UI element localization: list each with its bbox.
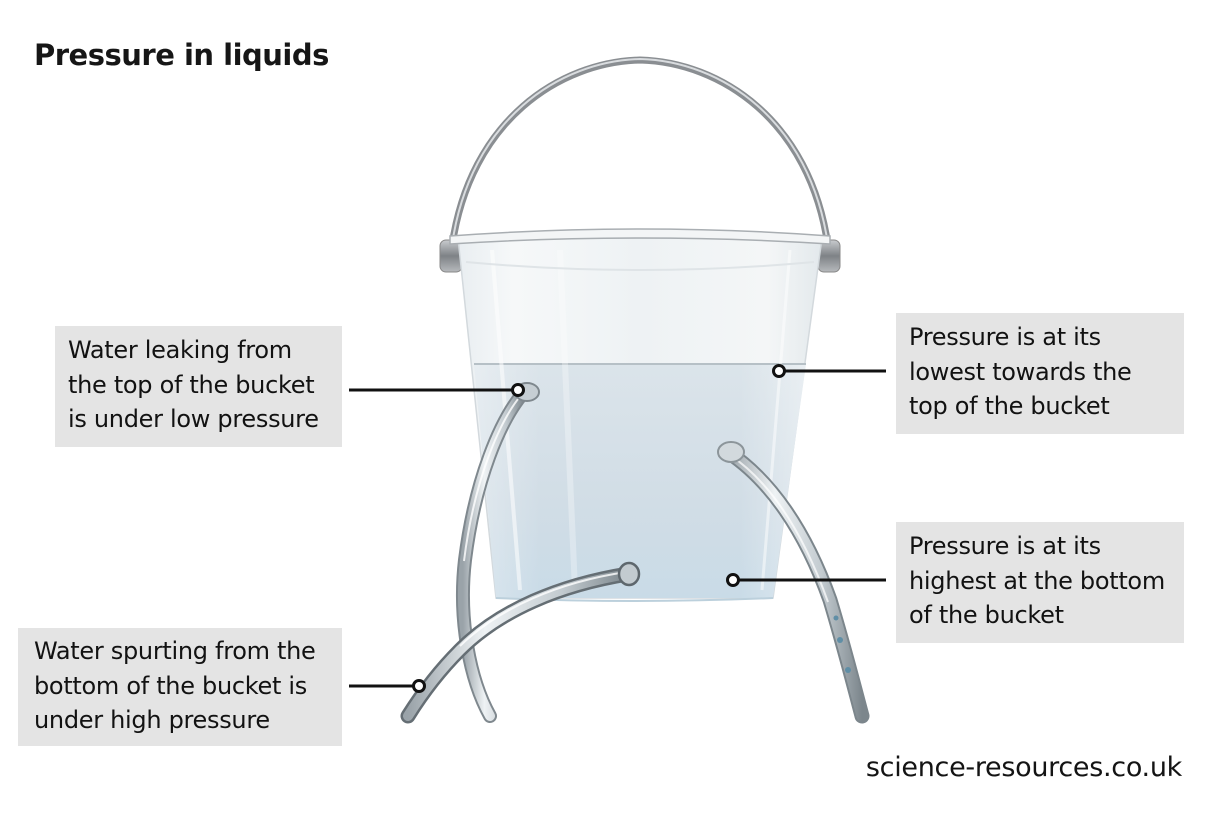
label-bottom-leak-high-pressure: Water spurting from the bottom of the bu… [18, 628, 342, 746]
label-line: under high pressure [34, 706, 270, 734]
label-line: the top of the bucket [68, 370, 315, 399]
source-credit: science-resources.co.uk [865, 752, 1182, 783]
label-line: top of the bucket [909, 392, 1110, 420]
leader-line-top-left [349, 383, 525, 397]
bucket-body [449, 228, 831, 602]
leader-line-bottom-right [726, 573, 886, 587]
label-highest-pressure-bottom: Pressure is at its highest at the bottom… [896, 522, 1184, 643]
label-top-leak-low-pressure: Water leaking from the top of the bucket… [55, 326, 342, 447]
label-line: of the bucket [909, 601, 1064, 629]
label-lowest-pressure-top: Pressure is at its lowest towards the to… [896, 313, 1184, 434]
label-line: Pressure is at its [909, 532, 1101, 560]
diagram-title: Pressure in liquids [34, 38, 329, 72]
water-streams [400, 382, 870, 724]
leader-line-top-right [772, 364, 886, 378]
label-line: Water spurting from the [34, 637, 316, 665]
label-line: Water leaking from [68, 336, 292, 364]
label-line: bottom of the bucket is [34, 671, 307, 700]
label-line: highest at the bottom [909, 566, 1165, 595]
label-line: is under low pressure [68, 405, 319, 433]
leader-line-bottom-left [349, 679, 426, 693]
bucket-handle [439, 56, 841, 273]
label-line: lowest towards the [909, 357, 1132, 386]
label-line: Pressure is at its [909, 323, 1101, 351]
